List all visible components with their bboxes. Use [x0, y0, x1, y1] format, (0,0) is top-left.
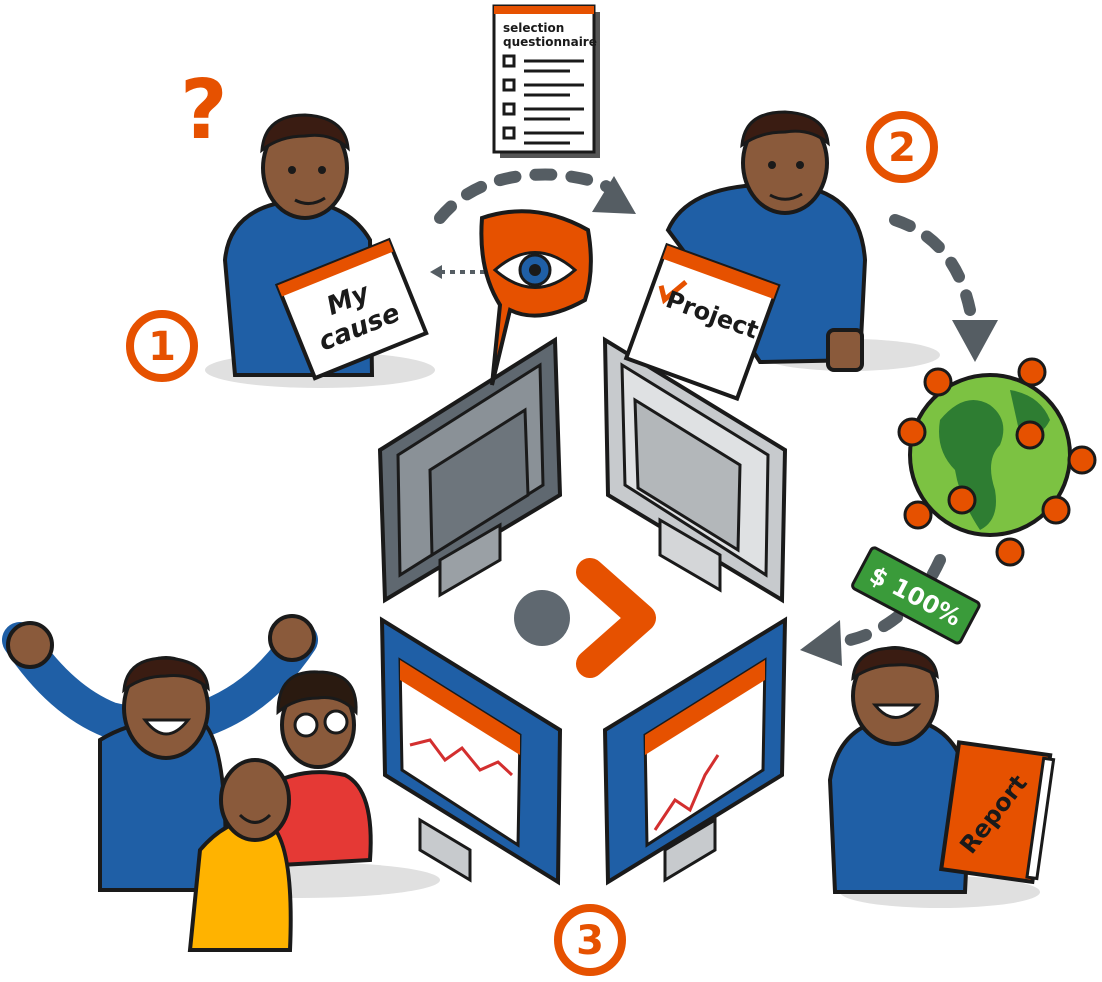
arrow-to-globe [889, 214, 976, 316]
svg-text:2: 2 [888, 125, 916, 171]
monitor-bottom-right [602, 616, 788, 886]
arrow-head-globe [952, 320, 998, 362]
person-report [827, 646, 1040, 908]
monitor-bottom-left [379, 616, 563, 886]
report-book: Report [938, 740, 1056, 885]
chart-line-up [653, 754, 720, 831]
flow-arrows [434, 168, 976, 646]
center-chevron [576, 558, 656, 678]
arrow-to-report-screen [844, 554, 946, 646]
sign-project: Project [623, 242, 781, 402]
svg-text:1: 1 [148, 324, 176, 370]
center-dot [514, 590, 570, 646]
svg-text:questionnaire: questionnaire [503, 35, 597, 49]
location-pin-icons [897, 357, 1097, 567]
monitor-top-left [377, 336, 563, 604]
step-badge-2: 2 [866, 111, 938, 183]
step-badge-3: 3 [554, 904, 626, 976]
question-mark: ? [180, 63, 228, 158]
arrow-to-project [434, 168, 618, 224]
arrow-head-project [592, 176, 636, 214]
eye-dotted-arrow [430, 265, 495, 279]
checkmark-icon [658, 280, 688, 305]
selection-questionnaire: selection questionnaire [492, 4, 600, 158]
celebrating-group [2, 614, 440, 952]
person-project [665, 110, 940, 372]
svg-text:3: 3 [576, 918, 604, 964]
svg-text:selection: selection [503, 21, 564, 35]
donation-tag: $ 100% [851, 546, 981, 645]
chart-line-red [409, 738, 514, 777]
sign-my-cause: My cause [274, 237, 429, 381]
eye-speech-bubble [479, 209, 593, 386]
arrow-head-report-screen [800, 620, 842, 666]
globe [897, 357, 1097, 567]
monitor-top-right [602, 336, 788, 604]
checklist [502, 54, 584, 145]
step-badge-1: 1 [126, 310, 198, 382]
